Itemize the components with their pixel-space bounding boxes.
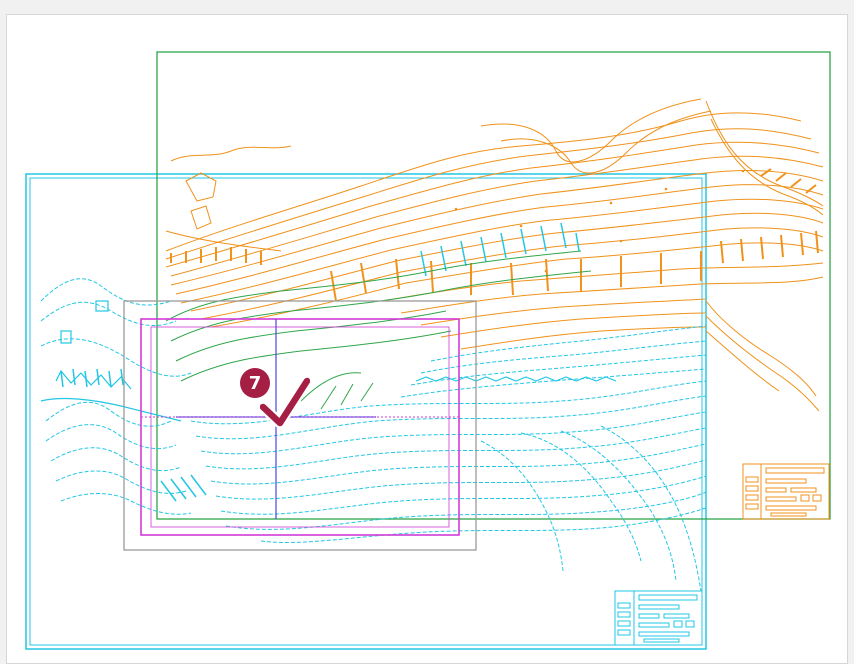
green-contour-lines	[165, 250, 592, 410]
cyan-sheet-title-block	[614, 590, 703, 646]
checkmark-icon	[260, 377, 310, 429]
gray-viewport-frame[interactable]	[123, 300, 477, 551]
magenta-viewport-frame[interactable]	[140, 318, 460, 536]
orange-road-hatch	[170, 168, 819, 302]
orange-contour-lines	[165, 98, 824, 412]
step-number-badge: 7	[240, 368, 270, 398]
drawing-canvas	[25, 51, 831, 650]
orange-dots	[454, 169, 745, 273]
magenta-inner-frame[interactable]	[150, 326, 450, 528]
green-sheet-border[interactable]	[156, 51, 831, 520]
cad-drawing-viewport[interactable]: 7	[6, 14, 848, 664]
cyan-hatch	[60, 222, 580, 502]
step-number: 7	[248, 372, 262, 394]
green-sheet-title-block	[742, 463, 830, 520]
cyan-sheet-border[interactable]	[25, 173, 707, 650]
